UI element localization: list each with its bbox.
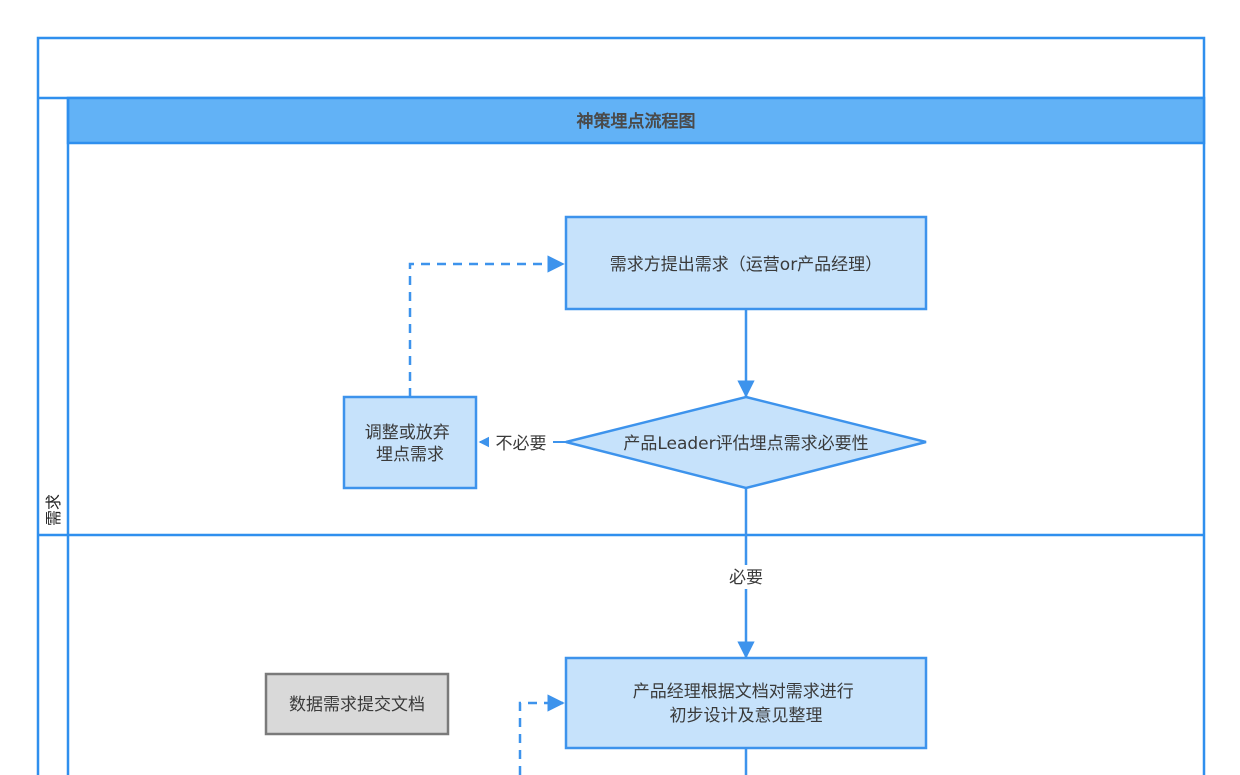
edge-label-bg-needed [726,565,766,589]
node-data-requirement-doc[interactable] [264,672,450,736]
lane-label-requirement: 需求 [44,494,63,526]
title-header [66,96,1206,145]
node-propose-requirement-label: 需求方提出需求（运营or产品经理） [610,255,882,275]
edge-label-needed: 必要 [729,568,763,588]
node-evaluate-necessity[interactable] [565,395,927,490]
edge-label-not-needed: 不必要 [496,434,547,454]
diagram-title: 神策埋点流程图 [577,111,696,132]
node-data-requirement-doc-label: 数据需求提交文档 [289,695,425,715]
node-initial-design-label: 产品经理根据文档对需求进行 初步设计及意见整理 [633,682,859,726]
node-adjust-or-abandon-label: 调整或放弃 埋点需求 [365,423,455,465]
node-adjust-line-1: 调整或放弃 [365,423,450,443]
node-adjust-line-2: 埋点需求 [376,445,444,465]
node-propose-requirement[interactable] [564,215,928,311]
node-design-line-1: 产品经理根据文档对需求进行 [633,682,854,702]
pool-frame [36,36,1206,775]
edge-doc-to-design [518,694,565,775]
node-adjust-or-abandon[interactable] [342,395,478,490]
edge-adjust-to-propose [408,255,565,397]
node-initial-design[interactable] [564,656,928,750]
edge-label-bg-not-needed [489,432,553,454]
node-evaluate-necessity-label: 产品Leader评估埋点需求必要性 [623,434,868,454]
node-design-line-2: 初步设计及意见整理 [670,706,823,726]
